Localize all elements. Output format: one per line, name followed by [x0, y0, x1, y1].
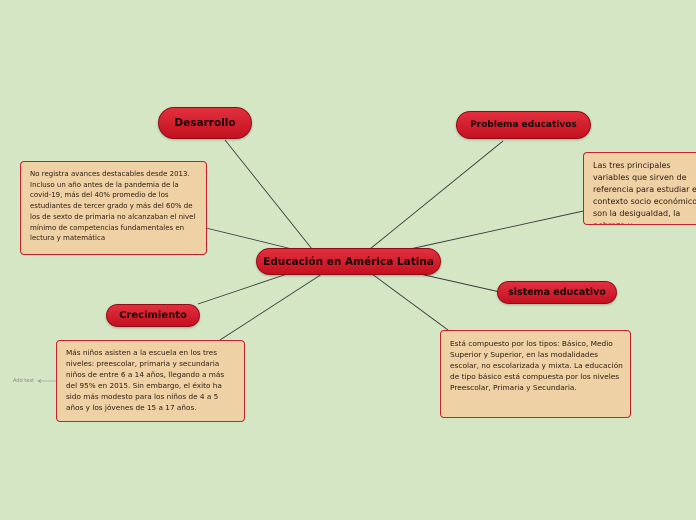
topic-desarrollo-label: Desarrollo — [174, 117, 236, 129]
central-topic-label: Educación en América Latina — [263, 255, 434, 268]
topic-problema-educativos[interactable]: Problema educativos — [456, 111, 591, 139]
connector-sistema-note — [371, 273, 449, 331]
central-topic[interactable]: Educación en América Latina — [256, 248, 441, 275]
topic-crecimiento-label: Crecimiento — [119, 310, 187, 321]
note-problema-educativos[interactable]: Las tres principales variables que sirve… — [583, 152, 696, 225]
note-desarrollo-text: No registra avances destacables desde 20… — [30, 170, 196, 243]
connector-crecimiento-note — [219, 273, 323, 341]
topic-sistema-educativo[interactable]: sistema educativo — [497, 281, 617, 304]
topic-desarrollo[interactable]: Desarrollo — [158, 107, 252, 139]
note-crecimiento[interactable]: Más niños asisten a la escuela en los tr… — [56, 340, 245, 422]
note-crecimiento-text: Más niños asisten a la escuela en los tr… — [66, 348, 225, 412]
connector-desarrollo — [224, 139, 313, 250]
note-sistema-educativo[interactable]: Está compuesto por los tipos: Básico, Me… — [440, 330, 631, 418]
topic-problema-educativos-label: Problema educativos — [470, 120, 577, 130]
note-sistema-educativo-text: Está compuesto por los tipos: Básico, Me… — [450, 339, 623, 393]
add-text-arrow — [37, 379, 42, 383]
note-desarrollo[interactable]: No registra avances destacables desde 20… — [20, 161, 207, 255]
connector-problema — [369, 140, 504, 250]
connector-sistema — [419, 273, 501, 293]
connector-problema-note — [409, 209, 589, 250]
connector-desarrollo-note — [205, 227, 293, 250]
topic-sistema-educativo-label: sistema educativo — [508, 287, 606, 298]
connector-crecimiento — [197, 272, 291, 305]
note-problema-educativos-text: Las tres principales variables que sirve… — [593, 161, 696, 224]
add-text-link[interactable]: Add text — [13, 378, 35, 384]
topic-crecimiento[interactable]: Crecimiento — [106, 304, 200, 327]
